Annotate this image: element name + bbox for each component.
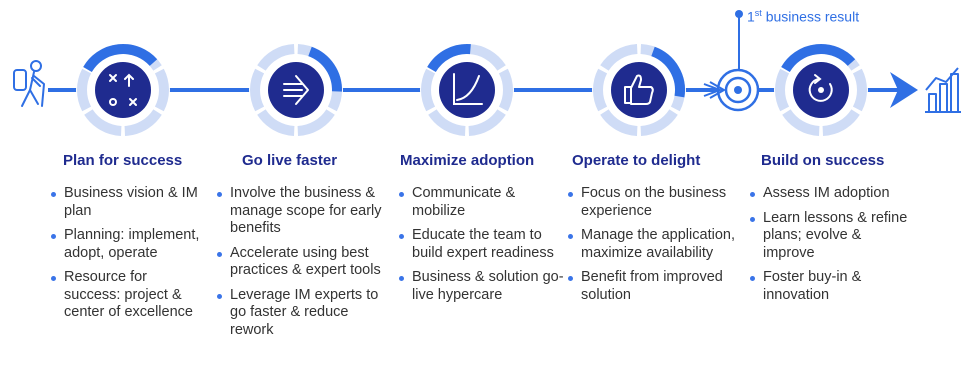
fast-forward-arrows-icon [283, 75, 309, 105]
refresh-cycle-icon [808, 74, 833, 102]
thumbs-up-icon [624, 74, 654, 105]
stage-bullets-build: Assess IM adoption Learn lessons & refin… [750, 185, 915, 311]
ring-segment [124, 109, 162, 136]
stage-bullets-plan: Business vision & IM plan Planning: impl… [51, 185, 203, 329]
ring-center [439, 62, 495, 118]
bullet-item: Planning: implement, adopt, operate [51, 227, 203, 262]
bullet-item: Focus on the business experience [568, 185, 738, 220]
stage-bullets-operate: Focus on the business experience Manage … [568, 185, 738, 311]
strategy-play-icon [109, 73, 137, 106]
journey-diagram [13, 10, 961, 137]
ring-segment [257, 109, 295, 136]
ring-segment [250, 68, 265, 112]
bullet-item: Educate the team to build expert readine… [399, 227, 564, 262]
stage-ring-adoption [420, 43, 514, 137]
ring-segment [640, 109, 678, 136]
ring-segment [154, 68, 169, 112]
ring-center [611, 62, 667, 118]
ring-segment [257, 44, 295, 71]
target-icon [703, 68, 760, 112]
ring-segment [593, 68, 608, 112]
bullet-item: Foster buy-in & innovation [750, 269, 915, 304]
stage-title-golive: Go live faster [242, 152, 338, 169]
milestone-marker [735, 10, 743, 72]
ring-segment [84, 109, 122, 136]
ring-progress-arc [308, 46, 342, 92]
ring-segment [468, 44, 506, 71]
ring-segment [77, 68, 92, 112]
bullet-item: Assess IM adoption [750, 185, 915, 203]
stage-title-adoption: Maximize adoption [400, 152, 535, 169]
ring-segment [421, 68, 436, 112]
growth-curve-icon [453, 73, 483, 105]
stage-bullets-adoption: Communicate & mobilize Educate the team … [399, 185, 564, 311]
bullet-item: Business vision & IM plan [51, 185, 203, 220]
stage-ring-operate [592, 43, 686, 137]
ring-segment [297, 109, 335, 136]
milestone-label: 1st business result [747, 8, 860, 25]
bar-chart-growth-icon [925, 67, 961, 113]
bullet-item: Involve the business & manage scope for … [217, 185, 387, 238]
bullet-item: Accelerate using best practices & expert… [217, 245, 387, 280]
ring-progress-arc [427, 44, 471, 73]
ring-segment [600, 109, 638, 136]
ring-segment [498, 68, 513, 112]
hiker-icon [13, 60, 45, 107]
ring-segment [600, 44, 638, 71]
stage-bullets-golive: Involve the business & manage scope for … [217, 185, 387, 346]
ring-segment [852, 68, 867, 112]
bullet-item: Learn lessons & refine plans; evolve & i… [750, 210, 915, 263]
stage-ring-plan [76, 43, 170, 137]
ring-center [95, 62, 151, 118]
ring-progress-arc [83, 44, 158, 73]
ring-progress-arc [651, 46, 685, 98]
bullet-item: Resource for success: project & center o… [51, 269, 203, 322]
bullet-item: Business & solution go-live hypercare [399, 269, 564, 304]
stage-title-operate: Operate to delight [572, 152, 701, 169]
bullet-item: Communicate & mobilize [399, 185, 564, 220]
stage-title-build: Build on success [761, 152, 885, 169]
ring-segment [782, 109, 820, 136]
ring-segment [428, 109, 466, 136]
arrow-head-icon [890, 72, 918, 108]
bullet-item: Benefit from improved solution [568, 269, 738, 304]
ring-segment [468, 109, 506, 136]
ring-progress-arc [781, 44, 856, 73]
ring-segment [775, 68, 790, 112]
bullet-item: Manage the application, maximize availab… [568, 227, 738, 262]
bullet-item: Leverage IM experts to go faster & reduc… [217, 287, 387, 340]
stage-title-plan: Plan for success [63, 152, 183, 169]
ring-segment [822, 109, 860, 136]
